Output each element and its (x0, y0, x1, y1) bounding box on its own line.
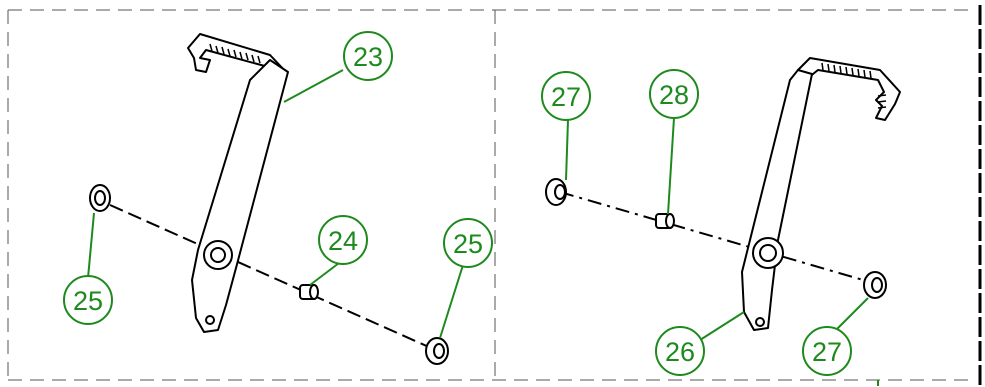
callout-26-label: 26 (665, 337, 695, 367)
bushing-25-left (89, 184, 111, 212)
bushing-27-right (863, 271, 887, 299)
callout-27-right: 27 (802, 326, 852, 376)
spacer-28 (655, 213, 675, 229)
pedal-lever-26 (741, 57, 901, 331)
left-leaders (87, 69, 464, 339)
callout-26: 26 (655, 326, 705, 376)
callout-23-label: 23 (353, 42, 383, 72)
callout-25-left: 25 (63, 275, 113, 325)
callout-23: 23 (343, 31, 393, 81)
callout-27-left-label: 27 (551, 82, 581, 112)
assembly-axis-line-right (559, 191, 871, 283)
leader-28 (667, 117, 675, 215)
callout-28-label: 28 (659, 80, 689, 110)
assembly-axis-line (109, 204, 441, 353)
leader-23 (283, 69, 344, 103)
right-panel: 27 28 26 27 (541, 57, 901, 386)
leader-27b (835, 297, 869, 331)
right-leaders (565, 117, 869, 341)
panel-borders (7, 9, 975, 381)
callout-27-left: 27 (541, 71, 591, 121)
pad-serrations-right (821, 62, 887, 109)
callout-25-left-label: 25 (73, 286, 103, 316)
callout-25-right-label: 25 (453, 229, 483, 259)
left-panel: 23 24 25 25 (63, 31, 493, 365)
leader-25a (87, 212, 95, 279)
bushing-27-left (545, 178, 567, 206)
pedal-lever-23 (187, 33, 289, 333)
bushing-25-right (425, 337, 449, 365)
callout-28: 28 (649, 69, 699, 119)
leader-27a (565, 119, 569, 181)
leader-25b (439, 264, 464, 339)
callout-27-right-label: 27 (812, 337, 842, 367)
spacer-24 (299, 284, 319, 300)
callout-24: 24 (318, 215, 368, 265)
callout-25-right: 25 (443, 218, 493, 268)
callout-24-label: 24 (328, 226, 358, 256)
leader-26 (699, 311, 745, 341)
pad-serrations (209, 43, 261, 64)
